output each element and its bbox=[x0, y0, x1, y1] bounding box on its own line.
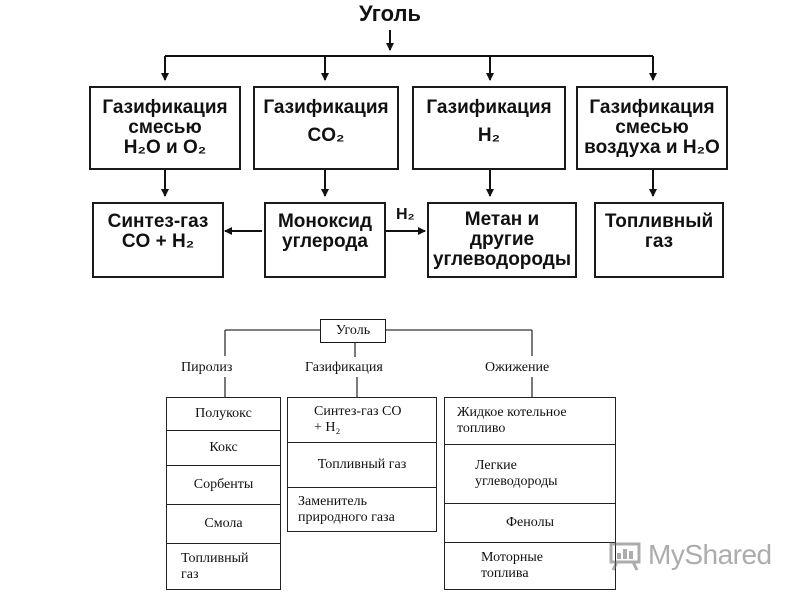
box-line: Синтез-газ bbox=[107, 211, 209, 232]
box-line: H₂ bbox=[477, 125, 501, 146]
box-line: Метан и bbox=[464, 209, 540, 230]
list-item: Заменитель природного газа bbox=[298, 493, 395, 525]
top-root-label: Уголь bbox=[358, 1, 422, 26]
box-line: Газификация bbox=[589, 97, 715, 118]
branch-label-pyrolysis: Пиролиз bbox=[181, 360, 233, 375]
box-line: углеводороды bbox=[432, 249, 572, 270]
gasification-box-3: Газификация H₂ bbox=[412, 86, 566, 170]
bottom-root-box: Уголь bbox=[320, 319, 386, 343]
product-box-monoxide: Моноксид углерода bbox=[264, 202, 386, 278]
gasification-box-1: Газификация смесью H₂O и O₂ bbox=[89, 86, 241, 170]
product-box-methane: Метан и другие углеводороды bbox=[427, 202, 577, 278]
list-item: Топливный газ bbox=[288, 443, 436, 488]
box-line: CO + H₂ bbox=[121, 231, 195, 252]
branch-label-gasification: Газификация bbox=[305, 360, 383, 375]
branch-label-liquefaction: Ожижение bbox=[485, 360, 550, 375]
list-item: Топливный газ bbox=[181, 550, 249, 582]
box-line: другие bbox=[469, 229, 535, 250]
list-item: Синтез-газ CO + H₂ bbox=[288, 398, 436, 443]
box-line: CO₂ bbox=[307, 125, 345, 146]
list-item: Легкие углеводороды bbox=[445, 445, 615, 504]
list-item: Полукокс bbox=[167, 398, 280, 431]
list-item: Жидкое котельное топливо bbox=[445, 398, 615, 445]
pyrolysis-column: Полукокс Кокс Сорбенты Смола Топливный г… bbox=[166, 397, 281, 590]
box-line: углерода bbox=[282, 231, 368, 252]
box-line: Моноксид bbox=[277, 211, 373, 232]
list-item: Сорбенты bbox=[167, 466, 280, 505]
product-box-fuelgas: Топливный газ bbox=[594, 202, 724, 278]
box-line: H₂O и O₂ bbox=[123, 137, 207, 158]
list-item: Смола bbox=[167, 505, 280, 544]
box-line: Газификация bbox=[263, 97, 389, 118]
gasification-column: Синтез-газ CO + H₂ Топливный газ Заменит… bbox=[287, 397, 437, 532]
list-item: Моторные топлива bbox=[481, 550, 543, 581]
presentation-board-icon bbox=[609, 542, 641, 571]
list-item: Кокс bbox=[167, 431, 280, 466]
gasification-box-4: Газификация смесью воздуха и H₂O bbox=[576, 86, 728, 170]
list-item: Фенолы bbox=[445, 504, 615, 543]
box-line: воздуха и H₂O bbox=[584, 137, 720, 158]
box-line: Газификация bbox=[102, 97, 228, 118]
watermark: MyShared bbox=[608, 538, 772, 572]
box-line: газ bbox=[644, 231, 674, 252]
box-line: смесью bbox=[128, 117, 202, 138]
box-line: Топливный bbox=[604, 211, 714, 232]
watermark-text: MyShared bbox=[648, 539, 772, 570]
edge-label-h2: H₂ bbox=[396, 206, 415, 223]
box-line: Газификация bbox=[426, 97, 552, 118]
box-line: смесью bbox=[615, 117, 689, 138]
product-box-syngas: Синтез-газ CO + H₂ bbox=[92, 202, 224, 278]
gasification-box-2: Газификация CO₂ bbox=[253, 86, 399, 170]
liquefaction-column: Жидкое котельное топливо Легкие углеводо… bbox=[444, 397, 616, 590]
